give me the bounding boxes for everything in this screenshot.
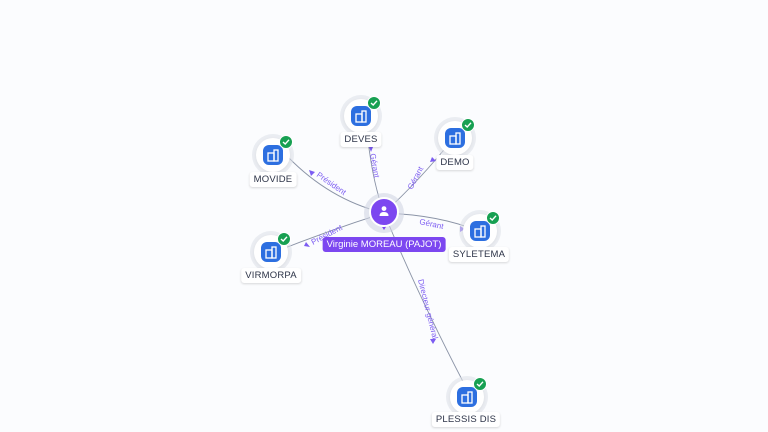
person-node[interactable] [369, 197, 399, 227]
company-label-syletema[interactable]: SYLETEMA [448, 247, 510, 262]
building-icon [470, 221, 490, 241]
person-name-label[interactable]: Virginie MOREAU (PAJOT) [322, 237, 446, 252]
company-node-plessis-dis[interactable] [450, 377, 487, 414]
arrow-plessis-dis [430, 339, 436, 344]
verified-check-icon [367, 96, 381, 110]
verified-check-icon [486, 211, 500, 225]
edge-label-demo: Gérant [406, 164, 426, 191]
person-icon [379, 206, 389, 216]
verified-check-icon [279, 135, 293, 149]
company-label-demo[interactable]: DEMO [436, 155, 474, 170]
company-label-plessis-dis[interactable]: PLESSIS DIS [431, 412, 501, 427]
edge-label-deves: Gérant [368, 153, 381, 179]
building-icon [263, 145, 283, 165]
edge-plessis-dis [383, 212, 471, 396]
company-node-deves[interactable] [344, 96, 381, 133]
edge-label-plessis-dis: Directeur général [416, 278, 440, 340]
verified-check-icon [473, 377, 487, 391]
building-icon [457, 387, 477, 407]
company-node-movide[interactable] [256, 135, 293, 172]
company-node-demo[interactable] [438, 118, 475, 155]
company-node-syletema[interactable] [463, 211, 500, 248]
building-icon [351, 106, 371, 126]
arrow-virmorpa [304, 242, 310, 247]
arrow-movide [309, 170, 315, 176]
building-icon [445, 128, 465, 148]
company-label-virmorpa[interactable]: VIRMORPA [241, 268, 301, 283]
company-node-virmorpa[interactable] [254, 232, 291, 269]
arrow-deves [369, 147, 373, 152]
verified-check-icon [277, 232, 291, 246]
company-label-deves[interactable]: DEVES [340, 132, 382, 147]
arrow-demo [430, 157, 436, 162]
arrow-syletema [460, 226, 465, 232]
company-label-movide[interactable]: MOVIDE [249, 172, 297, 187]
building-icon [261, 242, 281, 262]
verified-check-icon [461, 118, 475, 132]
